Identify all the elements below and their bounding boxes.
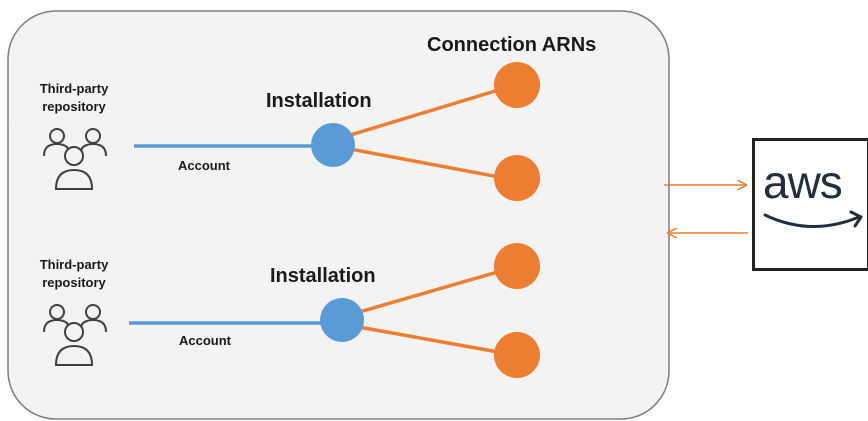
aws-logo-box: aws [752,138,868,271]
repo-label-2-line1: Third-party [39,257,109,272]
users-group-icon [43,128,107,190]
account-label-1: Account [178,158,230,173]
connection-arn-node-1a [494,62,540,108]
connection-arn-node-1b [494,155,540,201]
installation-node-2 [320,298,364,342]
repo-label-1-line1: Third-party [39,81,109,96]
installation-label-2: Installation [270,265,376,287]
connection-line-1b [333,144,516,182]
aws-smile-icon [763,210,863,229]
account-container [7,10,670,420]
repo-label-2: Third-party repository [32,256,116,292]
connection-arns-title: Connection ARNs [427,34,597,56]
connection-line-1a [333,83,516,142]
connection-line-2a [341,265,516,319]
repo-label-2-line2: repository [42,275,106,290]
installation-node-1 [311,123,355,167]
group-2 [43,243,540,378]
group-1 [43,62,540,201]
installation-label-1: Installation [266,90,372,112]
aws-logo-icon: aws [763,156,843,208]
repo-label-1-line2: repository [42,99,106,114]
connection-arn-node-2a [494,243,540,289]
account-label-2: Account [179,333,231,348]
connection-line-2b [341,322,516,357]
connection-arn-node-2b [494,332,540,378]
repo-label-1: Third-party repository [32,80,116,116]
users-group-icon [43,304,107,366]
